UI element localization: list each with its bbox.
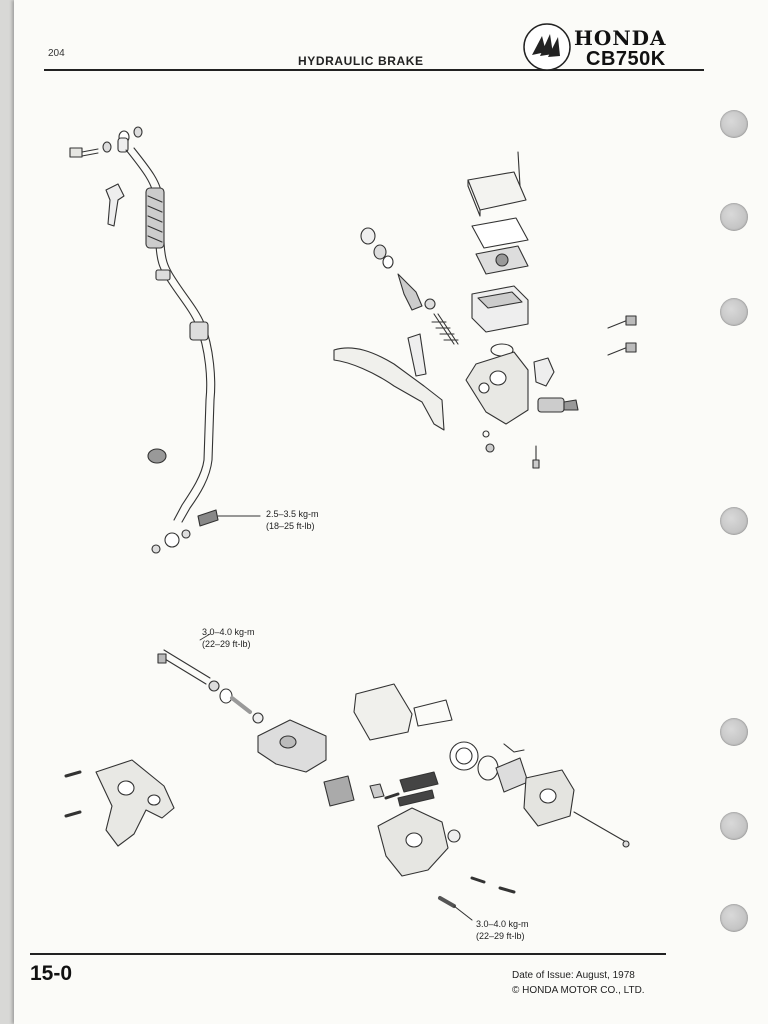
binder-hole bbox=[720, 203, 748, 231]
page-number: 204 bbox=[48, 48, 65, 59]
binder-hole bbox=[720, 718, 748, 746]
brake-hose-assembly bbox=[69, 126, 261, 554]
model-name: CB750K bbox=[586, 48, 666, 70]
binder-hole bbox=[720, 812, 748, 840]
footer-info: Date of Issue: August, 1978 © HONDA MOTO… bbox=[512, 968, 645, 998]
torque-metric: 3.0–4.0 kg-m bbox=[476, 919, 529, 929]
binder-hole bbox=[720, 110, 748, 138]
exploded-view-diagram bbox=[64, 126, 637, 921]
issue-date: Date of Issue: August, 1978 bbox=[512, 970, 635, 981]
torque-label-caliper-bolt: 3.0–4.0 kg-m (22–29 ft-lb) bbox=[476, 918, 529, 942]
binder-hole bbox=[720, 507, 748, 535]
section-number: 15-0 bbox=[30, 962, 73, 985]
torque-metric: 3.0–4.0 kg-m bbox=[202, 627, 255, 637]
binder-hole bbox=[720, 904, 748, 932]
torque-metric: 2.5–3.5 kg-m bbox=[266, 509, 319, 519]
torque-label-hose-bolt: 2.5–3.5 kg-m (18–25 ft-lb) bbox=[266, 508, 319, 532]
binder-hole bbox=[720, 298, 748, 326]
copyright: © HONDA MOTOR CO., LTD. bbox=[512, 985, 645, 996]
torque-imperial: (18–25 ft-lb) bbox=[266, 521, 315, 531]
footer-divider bbox=[30, 953, 666, 955]
brand-name: HONDA bbox=[574, 26, 667, 50]
page-title: HYDRAULIC BRAKE bbox=[298, 54, 424, 68]
torque-imperial: (22–29 ft-lb) bbox=[476, 931, 525, 941]
honda-wing-logo bbox=[523, 23, 571, 71]
caliper-assembly bbox=[64, 649, 630, 921]
torque-imperial: (22–29 ft-lb) bbox=[202, 639, 251, 649]
manual-page: 204 HYDRAULIC BRAKE HONDA CB750K bbox=[14, 0, 768, 1024]
torque-label-caliper-shaft: 3.0–4.0 kg-m (22–29 ft-lb) bbox=[202, 626, 255, 650]
header-divider bbox=[44, 69, 704, 71]
master-cylinder-assembly bbox=[333, 151, 637, 469]
